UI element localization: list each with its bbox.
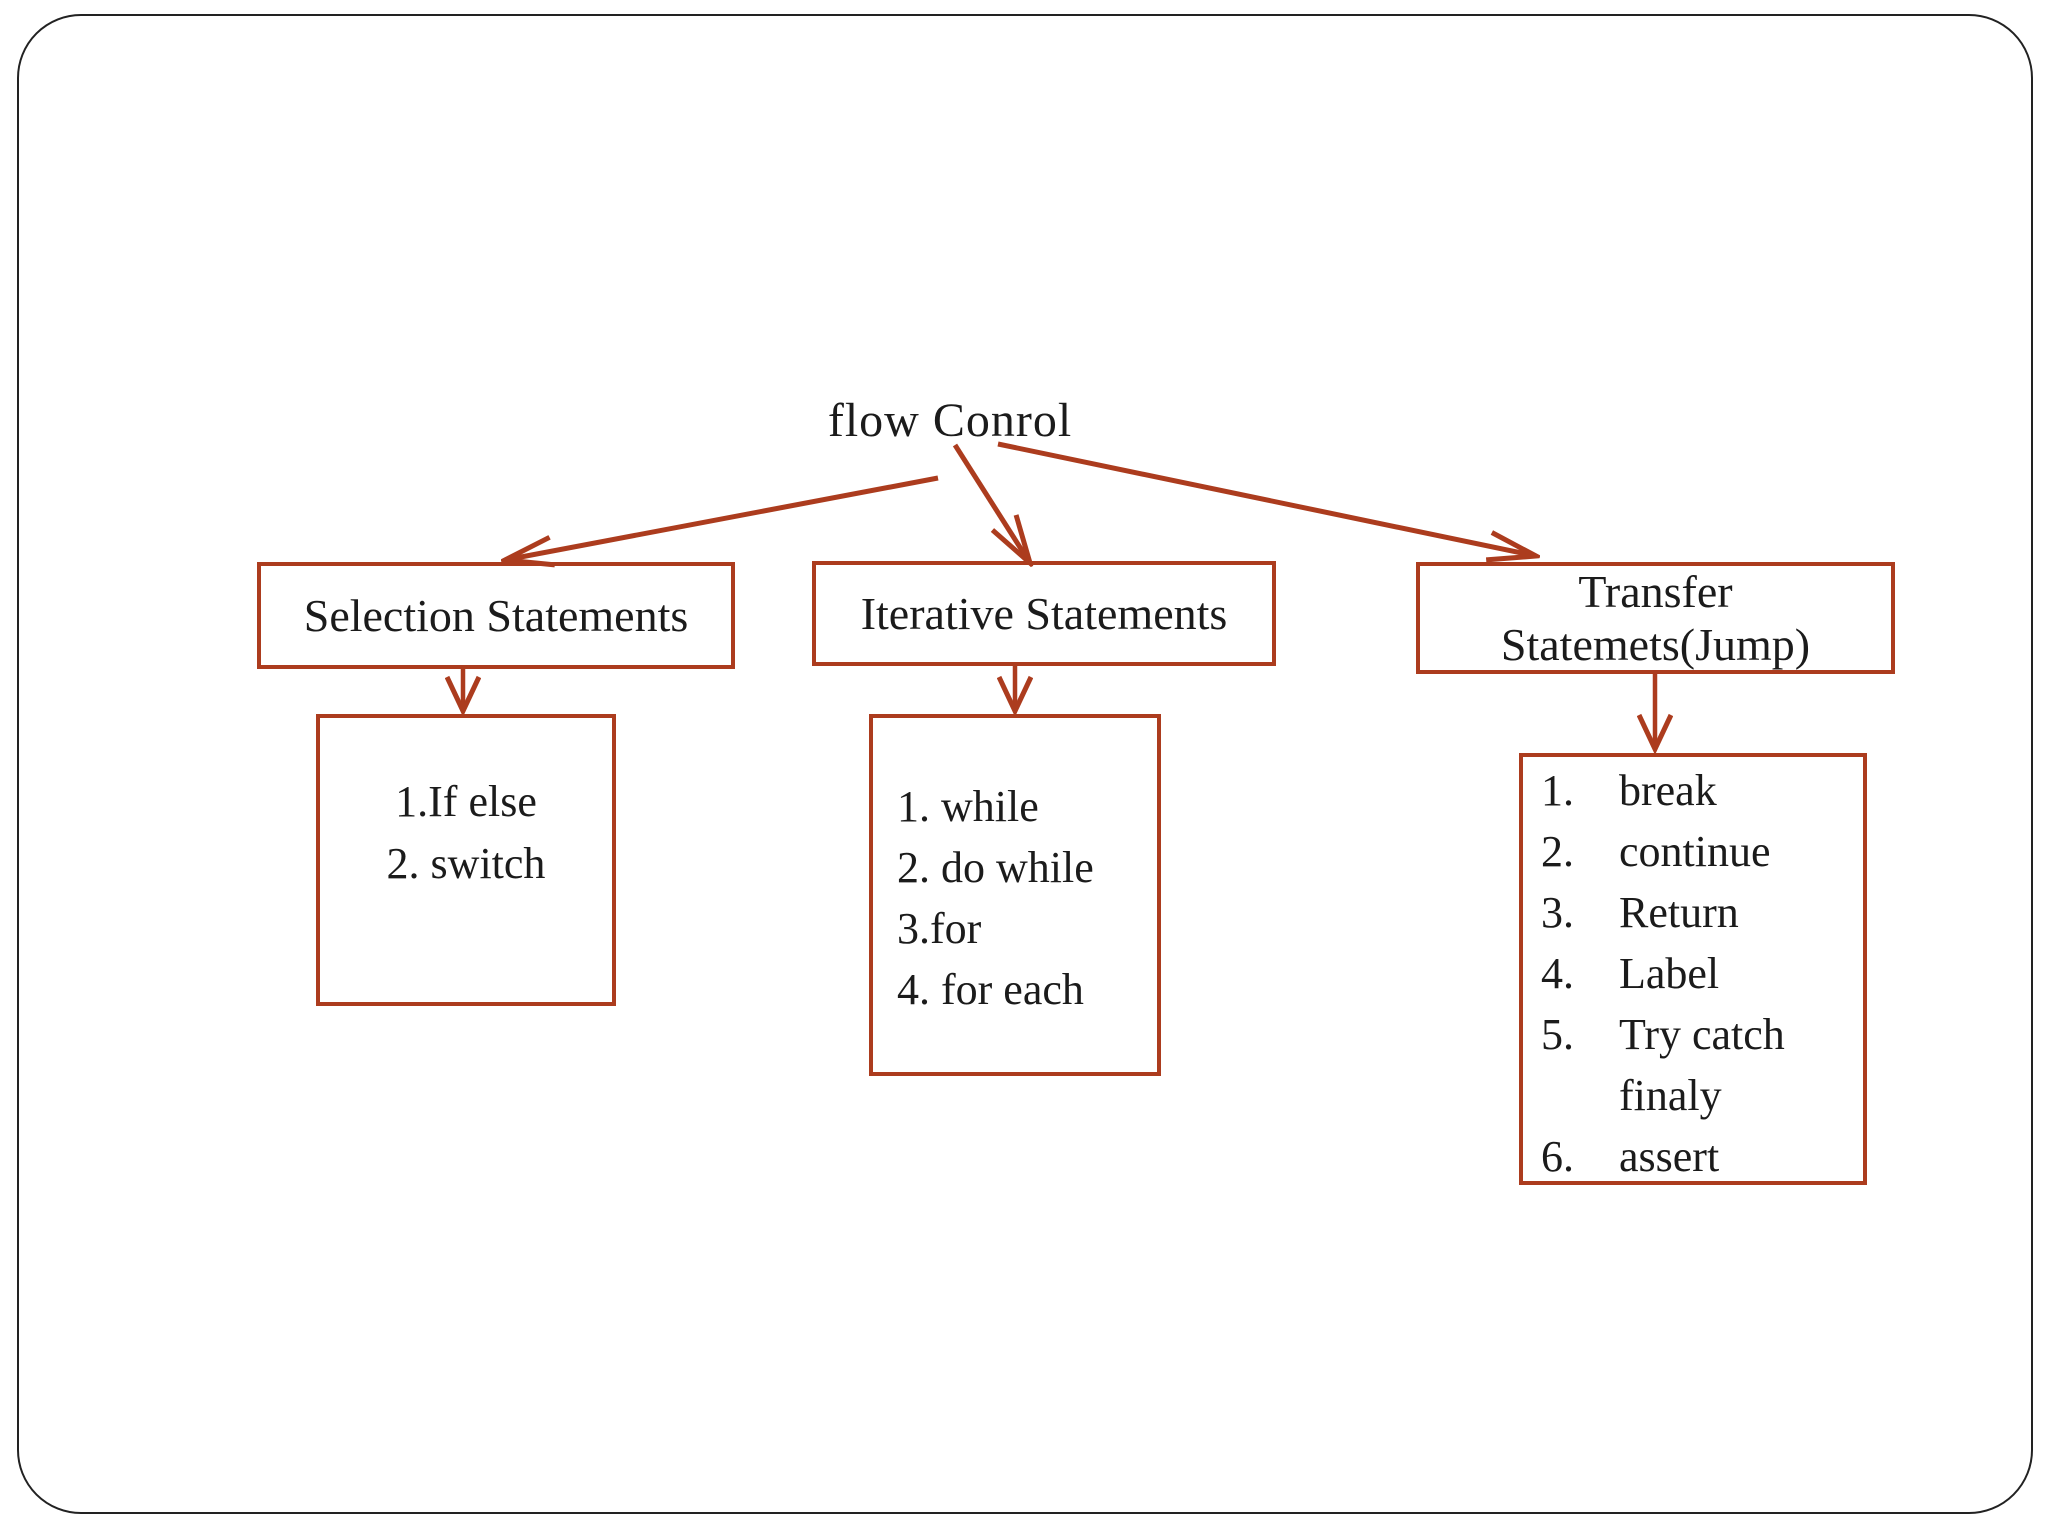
node-label-line2: Statemets(Jump) — [1500, 619, 1811, 670]
list-item: 1. break — [1523, 760, 1863, 821]
list-item: 5. Try catch — [1523, 1004, 1863, 1065]
list-item-number: 4. — [1541, 949, 1574, 998]
list-item-number: 6. — [1541, 1132, 1574, 1181]
node-label: Selection Statements — [303, 590, 689, 641]
diagram-title: flow Conrol — [827, 394, 1073, 447]
node-iterative-statements: Iterative Statements — [812, 561, 1276, 666]
list-item-text: Try catch — [1619, 1010, 1785, 1059]
node-label-line1: Transfer — [1578, 566, 1733, 617]
list-item: 4. Label — [1523, 943, 1863, 1004]
list-item-number: 1. — [1541, 766, 1574, 815]
list-item-text: assert — [1619, 1132, 1720, 1181]
list-item: 1. while — [897, 782, 1039, 831]
list-item: finaly — [1523, 1065, 1863, 1126]
list-item-number — [1523, 1065, 1619, 1126]
node-selection-statements: Selection Statements — [257, 562, 735, 669]
list-item: 3. Return — [1523, 882, 1863, 943]
node-label: Iterative Statements — [860, 588, 1228, 639]
list-item-number: 2. — [1541, 827, 1574, 876]
list-item-text: Label — [1619, 949, 1720, 998]
list-item: 4. for each — [897, 965, 1084, 1014]
list-item: 2. switch — [386, 839, 546, 888]
list-item: 2. continue — [1523, 821, 1863, 882]
list-iterative-statements: 1. while 2. do while 3.for 4. for each — [869, 714, 1161, 1076]
list-selection-statements: 1.If else 2. switch — [316, 714, 616, 1006]
list-item: 3.for — [897, 904, 982, 953]
slide-frame — [17, 14, 2033, 1514]
list-item-text: continue — [1619, 827, 1771, 876]
list-item-text: finaly — [1619, 1071, 1722, 1120]
list-item: 1.If else — [395, 777, 537, 826]
node-transfer-statements: Transfer Statemets(Jump) — [1416, 562, 1895, 674]
list-item-text: break — [1619, 766, 1717, 815]
list-item-number: 5. — [1541, 1010, 1574, 1059]
list-transfer-statements: 1. break 2. continue 3. Return 4. Label … — [1519, 753, 1867, 1185]
list-item-number: 3. — [1541, 888, 1574, 937]
list-item-text: Return — [1619, 888, 1739, 937]
list-item: 2. do while — [897, 843, 1094, 892]
list-item: 6. assert — [1523, 1126, 1863, 1187]
